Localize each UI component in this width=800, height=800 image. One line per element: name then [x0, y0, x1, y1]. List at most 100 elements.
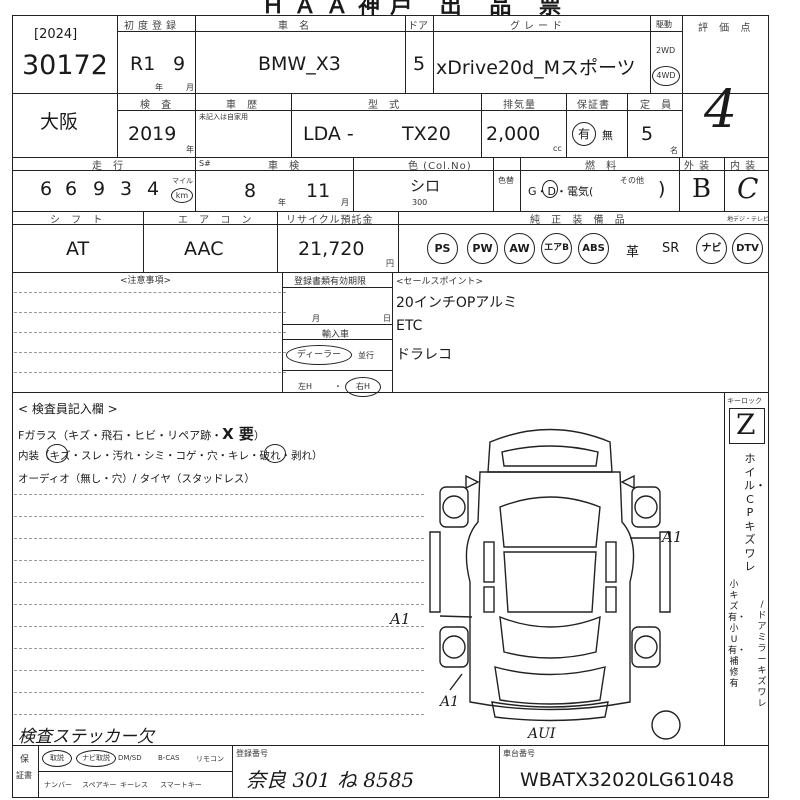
- warranty-no: 無: [602, 129, 613, 142]
- damage-mark-right: A1: [662, 528, 683, 546]
- history-note: 未記入は自家用: [199, 113, 248, 121]
- footer-keyless: キーレス: [120, 781, 148, 789]
- grade-value: xDrive20d_Mスポーツ: [436, 57, 636, 79]
- grid-line: [117, 31, 682, 32]
- shaken-label: 車 検: [268, 161, 304, 172]
- grid-line: [433, 15, 434, 93]
- capacity-label: 定 員: [640, 100, 676, 111]
- keylock-label: キーロック: [727, 397, 762, 405]
- area-value: 大阪: [40, 111, 79, 133]
- recycle-value: 21,720: [298, 238, 365, 260]
- make-label: 車 名: [278, 21, 314, 32]
- mileage-digit: 9: [93, 178, 106, 200]
- make-value: BMW_X3: [258, 53, 341, 75]
- mileage-unit-km-circled: km: [171, 188, 193, 203]
- grid-line: [493, 157, 494, 211]
- inspection-label: 検 査: [140, 100, 176, 111]
- grid-line: [277, 211, 278, 272]
- displacement-label: 排気量: [503, 100, 536, 111]
- keylock-side-text-2: /ドアミラーキズワレ: [756, 600, 770, 710]
- shift-label: シ フ ト: [50, 215, 107, 226]
- equipment-sunroof: SR: [662, 241, 680, 256]
- vin-label: 車台番号: [503, 749, 535, 758]
- footer-number: ナンバー: [44, 781, 72, 789]
- grid-line: [650, 15, 651, 93]
- grid-line: [353, 157, 354, 211]
- damage-mark-front-left: A1: [440, 694, 460, 710]
- footer-manual-circled: 取説: [42, 750, 72, 767]
- equipment-dtv: DTV: [732, 233, 763, 264]
- model-code: TX20: [402, 123, 451, 145]
- first-registration-label: 初度登録: [124, 21, 180, 32]
- displacement-unit: cc: [553, 144, 562, 153]
- side-text-1: ホイル・CPキズワレ: [744, 452, 766, 573]
- displacement-value: 2,000: [486, 123, 541, 145]
- keylock-box: [729, 408, 765, 444]
- footer-remote: リモコン: [196, 755, 224, 763]
- mileage-unit-mile: マイル: [172, 177, 193, 185]
- grid-line: [627, 93, 628, 157]
- shift-value: AT: [66, 238, 90, 260]
- grid-line: [282, 370, 392, 371]
- shaken-month: 11: [306, 180, 331, 202]
- sales-point: ドラレコ: [396, 347, 452, 363]
- keylock-side-text-3: 小キズ有・小U有・補修有: [728, 580, 746, 690]
- model-label: 型 式: [368, 100, 404, 111]
- footer-spare-key: スペアキー: [82, 781, 117, 789]
- fuel-other-label: その他: [620, 176, 644, 185]
- footer-guarantee: 保: [20, 755, 30, 765]
- rhd-circled: 右H: [345, 377, 381, 397]
- first-registration-era: R1: [130, 53, 156, 75]
- lhd: 左H: [298, 382, 313, 391]
- year-unit: 年: [155, 83, 163, 92]
- footer-navi-manual-circled: ナビ取説: [76, 750, 116, 767]
- fuel-close: ): [658, 178, 666, 200]
- caution-label: <注意事項>: [120, 276, 172, 286]
- interior-value: C: [737, 172, 759, 205]
- warranty-label: 保証書: [577, 100, 610, 111]
- mileage-digits: 6 6 9 3 4: [40, 178, 172, 206]
- grid-line: [282, 339, 392, 340]
- expiry-month-unit: 月: [312, 314, 320, 323]
- first-registration-month: 9: [173, 53, 186, 75]
- equipment-navi: ナビ: [696, 233, 727, 264]
- plate-value: 奈良 301 ね 8585: [246, 768, 415, 792]
- reg-expiry-label: 登録書類有効期限: [294, 277, 367, 287]
- score-value: 4: [704, 80, 738, 140]
- sheet-frame: [12, 15, 769, 798]
- grid-line: [117, 15, 118, 93]
- aircon-label: エ ア コ ン: [178, 215, 256, 226]
- grid-line: [195, 93, 196, 157]
- dealer-circled: ディーラー: [286, 345, 352, 365]
- grid-line: [12, 157, 769, 158]
- equipment-leather: 革: [626, 245, 640, 260]
- recycle-label: リサイクル預託金: [286, 215, 374, 226]
- drive-2wd: 2WD: [656, 46, 676, 55]
- color-code: 300: [412, 198, 428, 207]
- warranty-yes-circled: 有: [572, 122, 596, 146]
- shaken-month-unit: 月: [341, 198, 349, 207]
- grid-line: [12, 93, 769, 94]
- year-bracket: [2024]: [34, 27, 78, 42]
- grid-line: [38, 771, 232, 772]
- equipment-airbag: エアB: [541, 233, 572, 264]
- history-label: 車 歴: [226, 100, 262, 111]
- lot-number: 30172: [22, 50, 108, 81]
- digital-tv-label: 地デジ・テレビ: [727, 216, 770, 223]
- fuel-options: G・D・電気(: [528, 185, 594, 198]
- capacity-value: 5: [641, 123, 654, 145]
- inspector-line-audio: オーディオ（無し・穴）/ タイヤ（スタッドレス）: [18, 473, 255, 485]
- interior-kire-circle: [264, 444, 286, 463]
- model-prefix: LDA -: [303, 123, 354, 145]
- glass-options: Fガラス（キズ・飛石・ヒビ・リペア跡・: [18, 429, 223, 442]
- sales-point: 20インチOPアルミ: [396, 295, 518, 311]
- car-damage-diagram: [429, 428, 681, 740]
- grid-line: [195, 15, 196, 93]
- grid-line: [143, 211, 144, 272]
- mileage-label: 走 行: [92, 161, 128, 172]
- score-label: 評 価 点: [698, 23, 755, 34]
- equipment-label: 純 正 装 備 品: [530, 215, 629, 226]
- plate-label: 登録番号: [236, 749, 268, 758]
- footer-bcas: B-CAS: [158, 754, 180, 762]
- grid-line: [398, 211, 399, 272]
